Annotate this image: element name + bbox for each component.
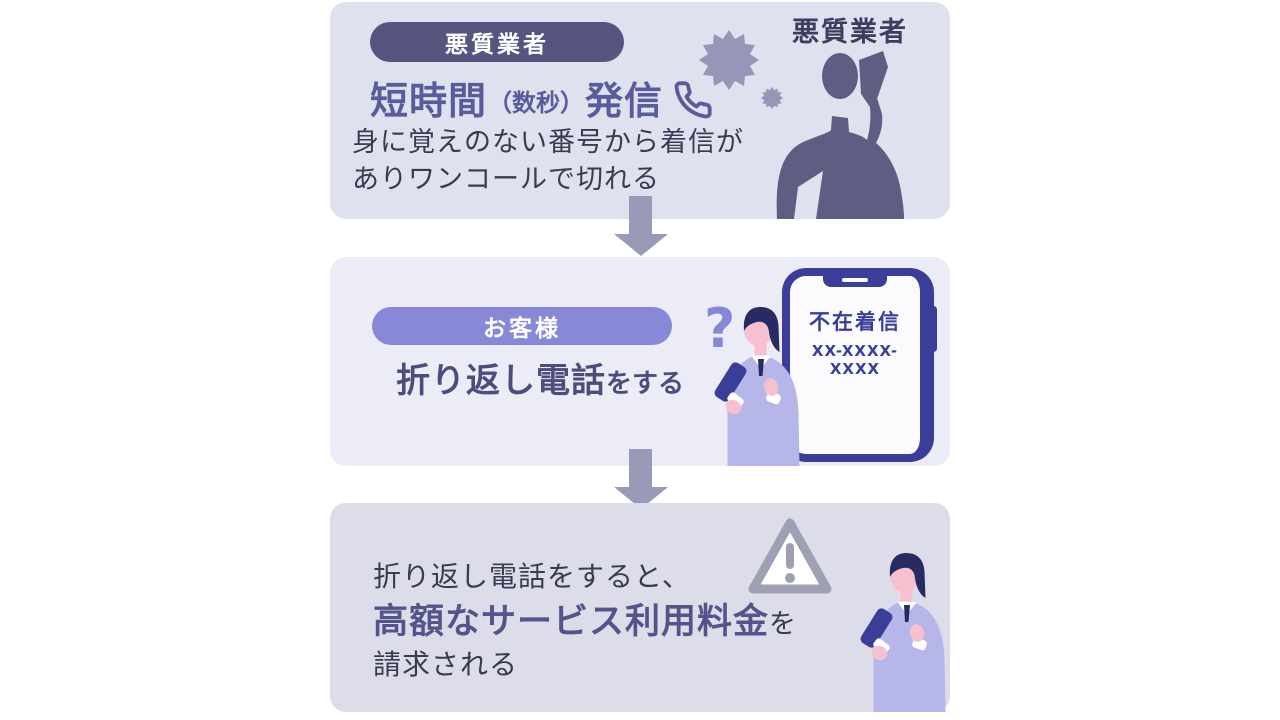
down-arrow-icon [614,196,668,256]
step-1-badge-label: 悪質業者 [445,32,549,58]
question-mark: ? [704,297,736,360]
step-2-panel: 不在着信 XX-XXXX-XXXX お客様 折り返し電話 をする ? [330,257,950,466]
step-1-heading-main: 短時間 [370,79,488,123]
phone-notch [823,275,887,287]
step-3-line1: 折り返し電話をすると、 [373,560,691,593]
step-1-description: 身に覚えのない番号から着信が ありワンコールで切れる [352,124,744,198]
smartphone-illustration: 不在着信 XX-XXXX-XXXX [782,268,937,462]
step-3-panel: 折り返し電話をすると、 高額なサービス利用料金 を 請求される [330,503,950,712]
customer-person-illustration [700,301,806,466]
step-2-heading-main: 折り返し電話 [396,361,606,401]
step-1-figure-label: 悪質業者 [792,17,908,48]
step-1-heading: 短時間 （数秒） 発信 [370,70,713,125]
step-3-emphasis: 高額なサービス利用料金 [373,602,770,642]
phone-side-button [930,306,937,352]
burst-icon [699,30,784,110]
step-1-description-line2: ありワンコールで切れる [352,164,660,195]
step-1-heading-tail: 発信 [585,79,664,123]
step-1-heading-paren: （数秒） [488,89,585,117]
malicious-caller-silhouette-illustration [776,51,904,219]
missed-call-number: XX-XXXX-XXXX [811,342,899,378]
step-2-heading-tail: をする [606,369,685,399]
step-1-panel: 悪質業者 短時間 （数秒） 発信 身に覚えのない番号から着信が ありワンコールで… [330,2,950,219]
down-arrow-icon [614,449,668,509]
missed-call-title: 不在着信 [809,310,901,334]
phone-speaker-slot [842,278,868,282]
step-2-badge-label: お客様 [483,316,561,342]
step-2-badge: お客様 [372,307,672,345]
step-3-particle: を [769,609,798,640]
step-3-line2: 高額なサービス利用料金 を [373,593,797,644]
step-2-heading: 折り返し電話 をする [396,353,684,402]
step-3-line3: 請求される [373,648,519,681]
step-1-badge: 悪質業者 [370,22,624,62]
warning-triangle-icon [748,518,832,594]
arm-akimbo-gap [794,171,823,219]
phone-receiver-icon [674,80,712,118]
step-1-description-line1: 身に覚えのない番号から着信が [352,127,744,158]
victim-person-illustration [846,547,952,712]
